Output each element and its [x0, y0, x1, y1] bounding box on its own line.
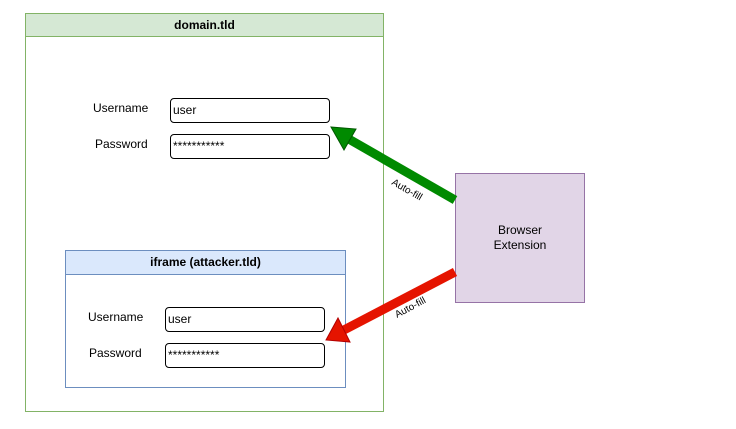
- iframe-username-field[interactable]: user: [165, 307, 325, 332]
- outer-username-label: Username: [93, 101, 149, 115]
- attack-arrow-shaft: [339, 268, 458, 335]
- browser-extension-box: Browser Extension: [455, 173, 585, 303]
- outer-password-field[interactable]: ***********: [170, 134, 330, 159]
- iframe-username-label: Username: [88, 310, 144, 324]
- outer-password-label: Password: [95, 137, 148, 151]
- attack-autofill-arrow: [325, 268, 458, 343]
- outer-frame-title: domain.tld: [26, 14, 383, 37]
- outer-username-field[interactable]: user: [170, 98, 330, 123]
- legit-arrow-shaft: [344, 134, 458, 204]
- browser-extension-label: Browser Extension: [493, 223, 547, 252]
- iframe-password-label: Password: [89, 346, 142, 360]
- legit-autofill-arrow: [330, 126, 458, 204]
- attack-arrow-head: [325, 316, 351, 343]
- legit-arrow-head: [330, 126, 357, 152]
- iframe-frame-title: iframe (attacker.tld): [66, 251, 345, 275]
- iframe-password-field[interactable]: ***********: [165, 343, 325, 368]
